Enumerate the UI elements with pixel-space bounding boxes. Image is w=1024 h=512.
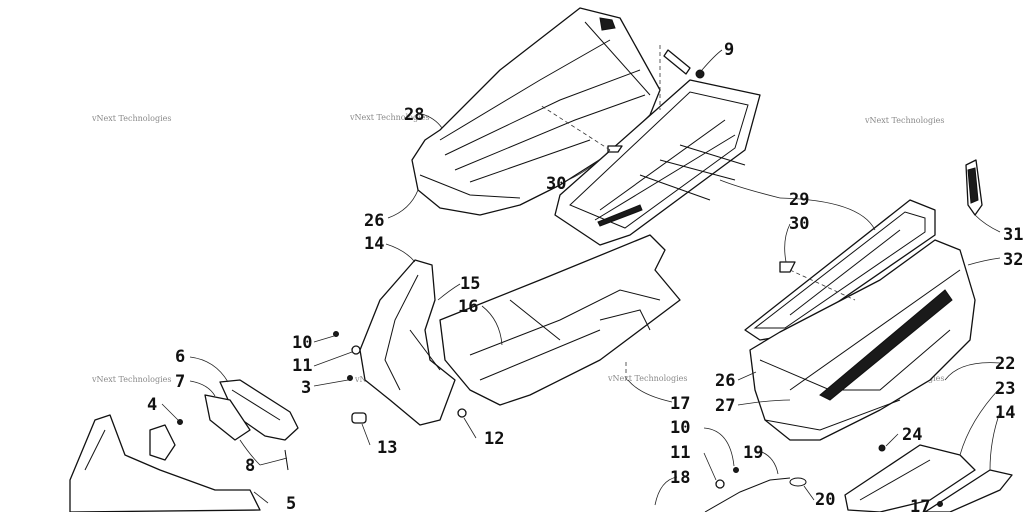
part-16-floor-pan <box>439 234 681 406</box>
callout-8: 8 <box>245 456 255 476</box>
callouts: 9 28 30 26 29 30 31 32 14 15 16 10 11 3 … <box>147 40 1023 512</box>
callout-3: 3 <box>301 378 311 398</box>
callout-12: 12 <box>484 429 504 449</box>
callout-27: 27 <box>715 396 735 416</box>
leader-lines <box>161 49 1001 506</box>
callout-4: 4 <box>147 395 157 415</box>
watermark-4: vNext Technologies <box>864 116 944 125</box>
watermark-7: vNext Technologies <box>607 374 687 383</box>
callout-17-right: 17 <box>910 497 930 512</box>
callout-16: 16 <box>458 297 478 317</box>
callout-30-right: 30 <box>789 214 809 234</box>
callout-10-left: 10 <box>292 333 312 353</box>
callout-9: 9 <box>724 40 734 60</box>
part-31-handle <box>965 159 983 216</box>
part-20-cable <box>704 477 807 512</box>
callout-31: 31 <box>1003 225 1023 245</box>
callout-11-right: 11 <box>670 443 690 463</box>
callout-26-top: 26 <box>364 211 384 231</box>
callout-30-top: 30 <box>546 174 566 194</box>
dash-lines <box>539 45 856 380</box>
callout-28: 28 <box>404 105 424 125</box>
callout-26-right: 26 <box>715 371 735 391</box>
callout-17-center: 17 <box>670 394 690 414</box>
part-7-plate <box>204 394 251 441</box>
part-29-grille-top <box>554 79 761 246</box>
callout-19: 19 <box>743 443 763 463</box>
part-5-lower-cowl <box>69 414 261 512</box>
callout-13: 13 <box>377 438 397 458</box>
fasteners <box>177 49 943 507</box>
callout-6: 6 <box>175 347 185 367</box>
callout-5: 5 <box>286 494 296 512</box>
callout-18: 18 <box>670 468 690 488</box>
callout-20: 20 <box>815 490 835 510</box>
watermark-1: vNext Technologies <box>91 114 171 123</box>
callout-22: 22 <box>995 354 1015 374</box>
part-24-lower-pan <box>844 444 976 512</box>
watermark-2: vNext Technologies <box>349 113 429 122</box>
part-32-side-panel-right <box>749 239 976 441</box>
callout-7: 7 <box>175 372 185 392</box>
part-14-front-panel <box>359 259 456 426</box>
part-26-side-panel-left <box>411 7 661 216</box>
callout-10-right: 10 <box>670 418 690 438</box>
callout-32: 32 <box>1003 250 1023 270</box>
callout-24: 24 <box>902 425 922 445</box>
part-14-right-strip <box>924 469 1013 512</box>
callout-14-center: 14 <box>364 234 384 254</box>
callout-23: 23 <box>995 379 1015 399</box>
part-29-grille-right <box>744 199 936 341</box>
callout-11-left: 11 <box>292 356 312 376</box>
callout-15: 15 <box>460 274 480 294</box>
callout-29: 29 <box>789 190 809 210</box>
watermark-5: vNext Technologies <box>91 375 171 384</box>
callout-14-right: 14 <box>995 403 1015 423</box>
